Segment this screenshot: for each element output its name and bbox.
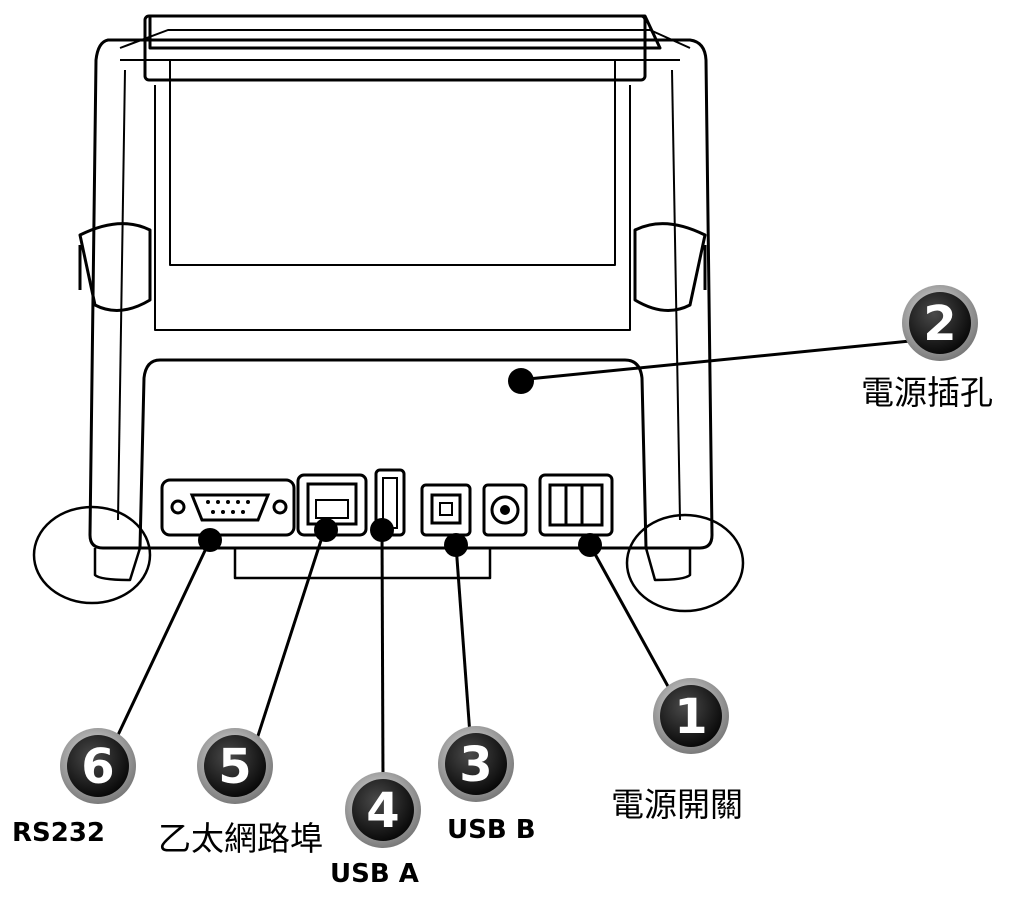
label-power-jack: 電源插孔 [861, 373, 993, 412]
right-foot-circle [625, 513, 745, 613]
leader-lines [116, 338, 921, 781]
printer-body [78, 14, 714, 582]
power-jack-icon [482, 483, 528, 537]
badge-1-number: 1 [674, 689, 707, 745]
anchor-dots [198, 368, 602, 557]
anchor-dot-1 [578, 533, 602, 557]
leader-line-5 [253, 527, 327, 746]
label-power-switch: 電源開關 [611, 785, 743, 824]
usb-b-port-icon [420, 483, 472, 537]
leader-line-2 [517, 338, 921, 382]
badge-2: 2 [902, 285, 978, 361]
label-usb-a: USB A [330, 859, 419, 889]
leader-line-4 [380, 529, 385, 781]
foot-highlight-circles [32, 505, 745, 613]
anchor-dot-6 [198, 528, 222, 552]
badge-2-number: 2 [923, 296, 956, 352]
anchor-dot-2 [508, 368, 534, 394]
leader-line-6 [116, 539, 212, 736]
anchor-dot-3 [444, 533, 468, 557]
badge-5: 5 [197, 728, 273, 804]
rs232-port-icon [160, 478, 296, 537]
badge-6-number: 6 [81, 739, 114, 795]
label-usb-b: USB B [447, 815, 536, 845]
label-rs232: RS232 [12, 818, 106, 848]
ethernet-port-icon [296, 473, 368, 537]
ports [160, 468, 614, 537]
left-foot-circle [32, 505, 152, 605]
anchor-dot-4 [370, 518, 394, 542]
badge-4: 4 [345, 772, 421, 848]
badge-3: 3 [438, 726, 514, 802]
leader-line-1 [588, 544, 672, 691]
badge-3-number: 3 [459, 737, 492, 793]
leader-line-3 [454, 544, 472, 736]
anchor-dot-5 [314, 518, 338, 542]
power-switch-icon [538, 473, 614, 537]
badge-1: 1 [653, 678, 729, 754]
label-ethernet: 乙太網路埠 [158, 819, 323, 858]
badge-6: 6 [60, 728, 136, 804]
badge-4-number: 4 [366, 783, 399, 839]
badge-5-number: 5 [218, 739, 251, 795]
